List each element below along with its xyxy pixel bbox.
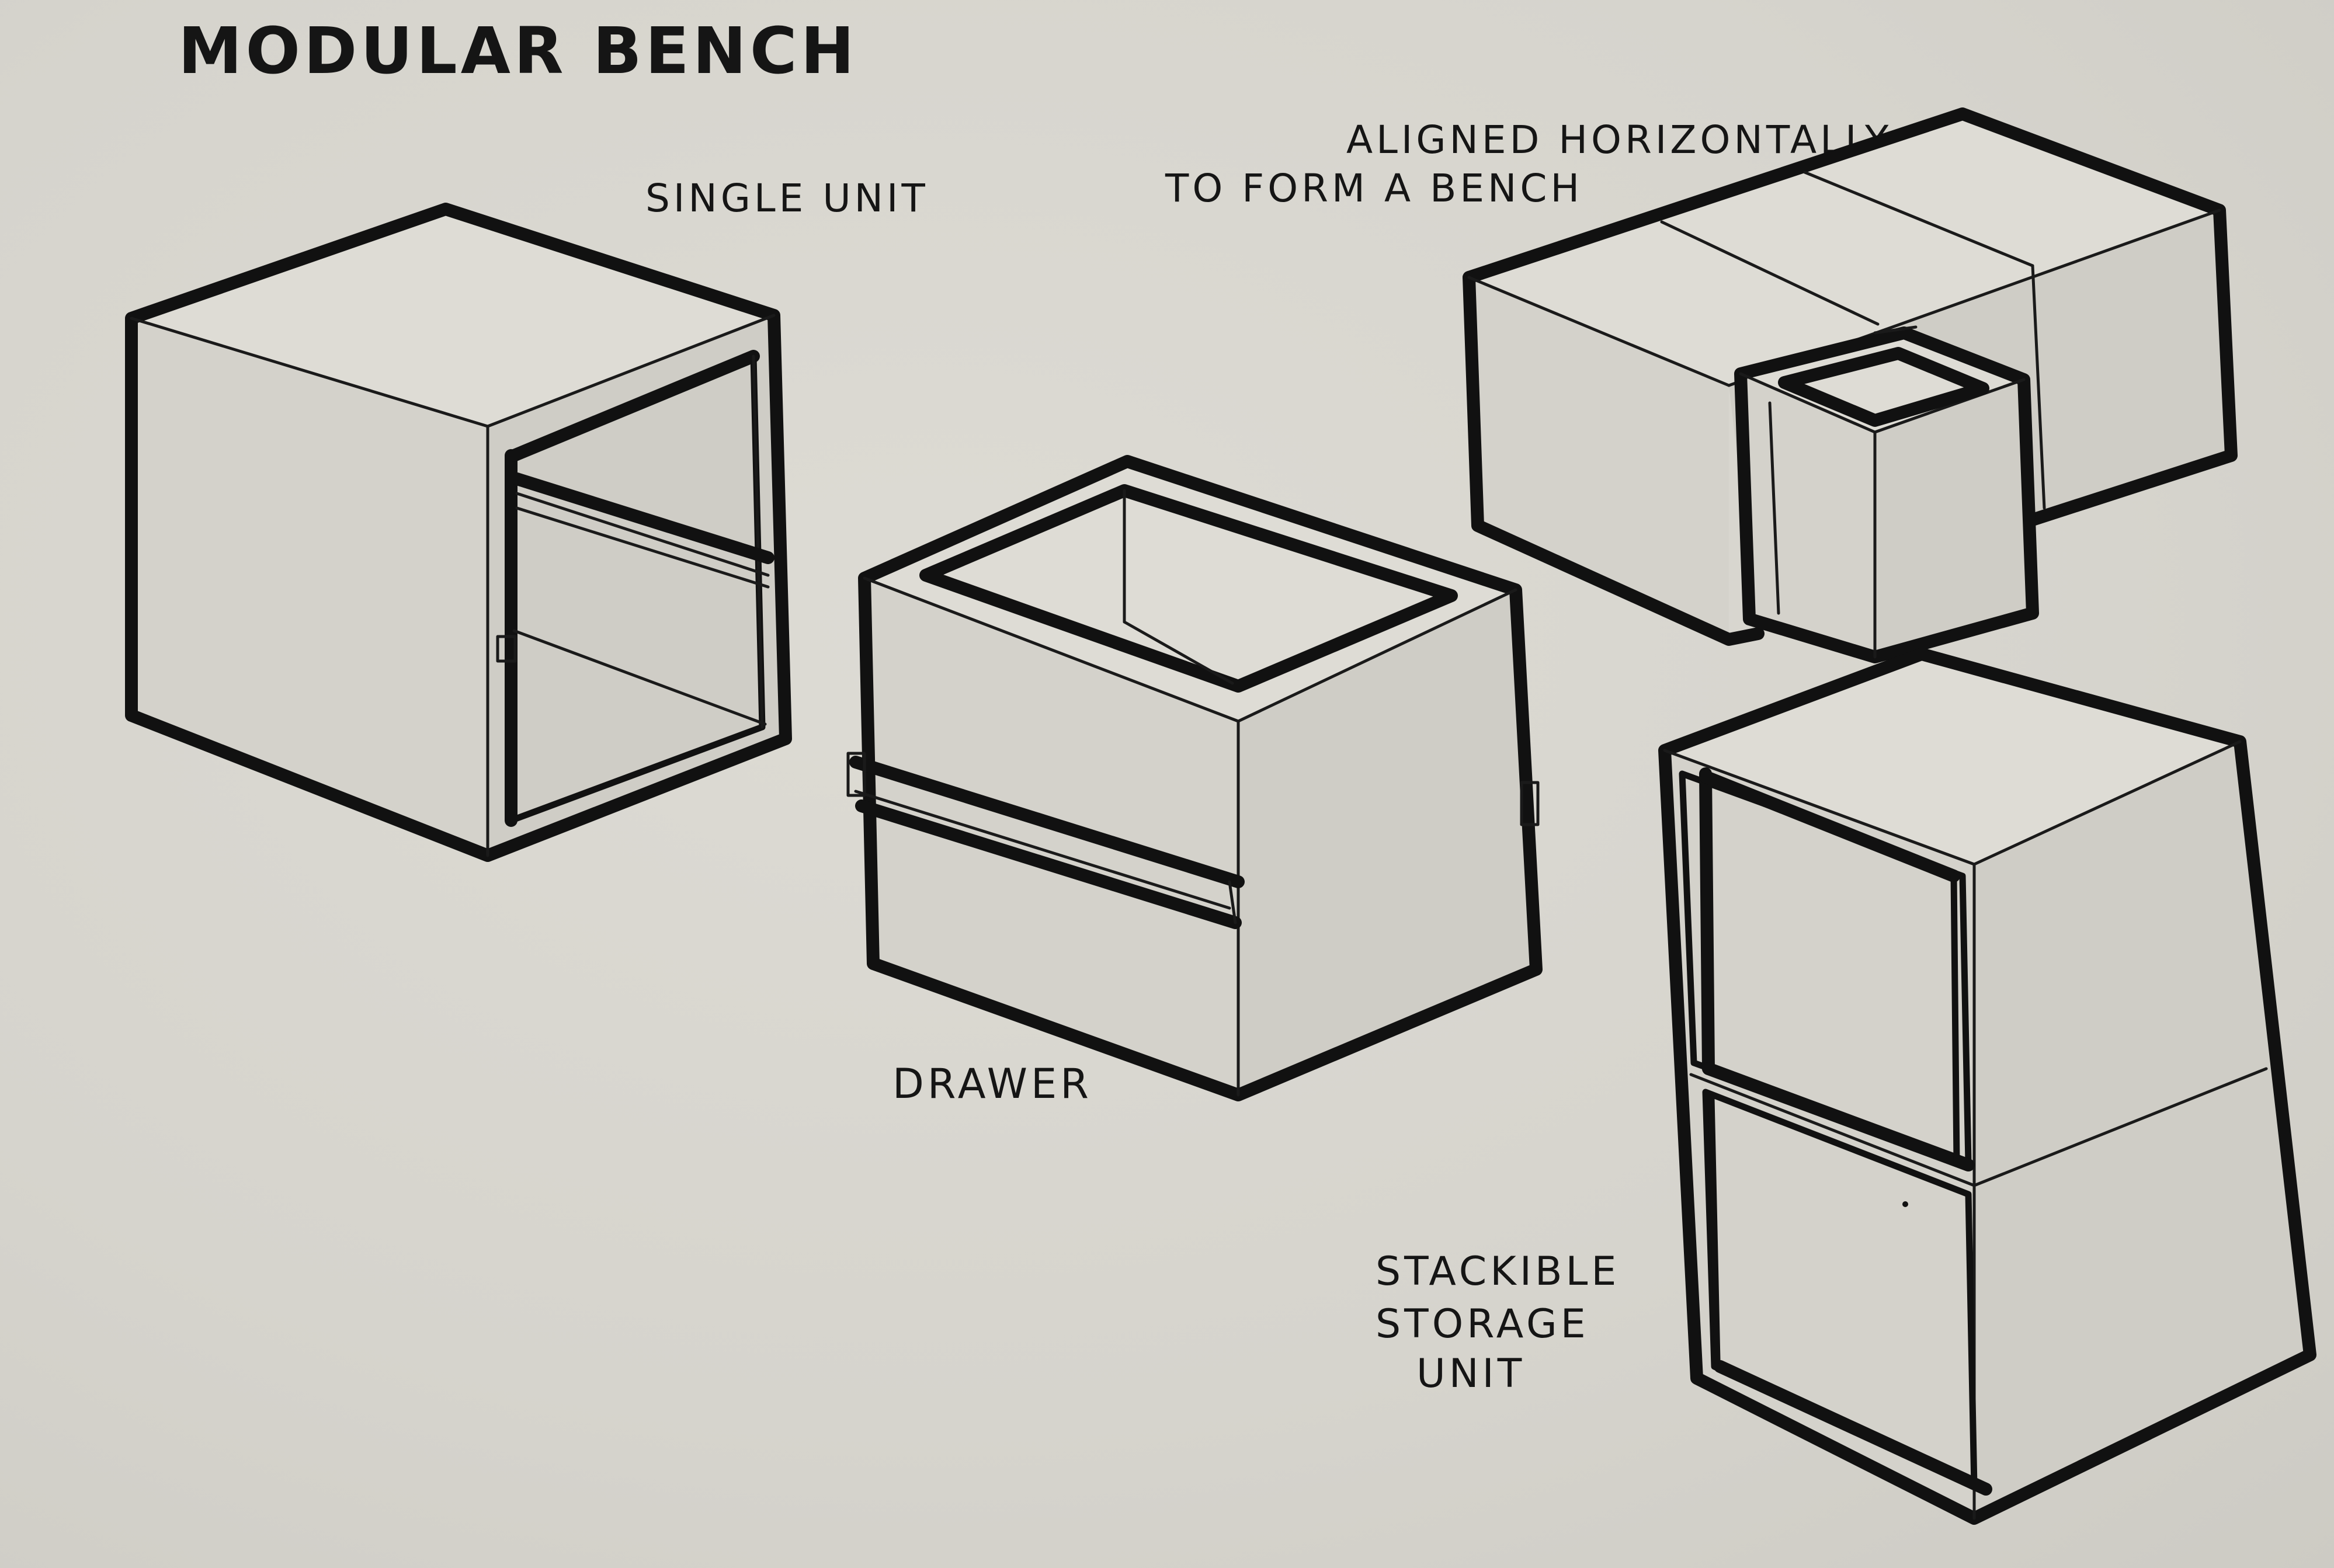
label-single-unit: SINGLE UNIT (645, 176, 929, 221)
label-stack-line2: STORAGE (1376, 1301, 1589, 1347)
stack-drawing (1658, 648, 2316, 1525)
label-stack-line1: STACKIBLE (1376, 1249, 1620, 1295)
label-stack-line3: UNIT (1416, 1351, 1525, 1397)
drawer-drawing (846, 455, 1543, 1101)
sheet-title: MODULAR BENCH (178, 13, 858, 88)
single-unit-drawing (125, 203, 792, 862)
label-drawer: DRAWER (892, 1060, 1092, 1108)
label-aligned-line2: TO FORM A BENCH (1165, 166, 1583, 211)
label-aligned-line1: ALIGNED HORIZONTALLY (1346, 117, 1892, 162)
bench-drawing (1463, 107, 2238, 663)
